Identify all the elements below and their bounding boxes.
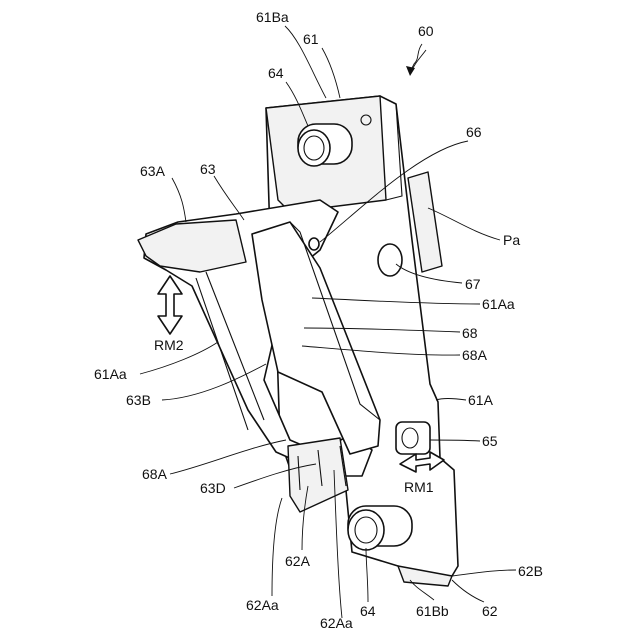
label-62aa-right: 62Aa — [320, 615, 353, 631]
label-60: 60 — [418, 23, 434, 39]
slot-65 — [396, 422, 430, 454]
label-64-bottom: 64 — [360, 603, 376, 619]
label-61bb: 61Bb — [416, 603, 449, 619]
label-rm2: RM2 — [154, 337, 184, 353]
label-pa: Pa — [503, 232, 520, 248]
hole-67 — [378, 244, 402, 276]
label-68a-right: 68A — [462, 347, 488, 363]
label-61ba: 61Ba — [256, 9, 289, 25]
label-68a-left: 68A — [142, 466, 168, 482]
label-63: 63 — [200, 161, 216, 177]
label-61a: 61A — [468, 392, 494, 408]
label-62aa-left: 62Aa — [246, 597, 279, 613]
label-68: 68 — [462, 325, 478, 341]
label-62b: 62B — [518, 563, 543, 579]
label-61: 61 — [303, 31, 319, 47]
label-rm1: RM1 — [404, 479, 434, 495]
drawing — [138, 26, 516, 618]
stud-64-bottom — [348, 506, 412, 550]
label-62a: 62A — [285, 553, 311, 569]
label-64-top: 64 — [268, 65, 284, 81]
label-67: 67 — [465, 276, 481, 292]
label-65: 65 — [482, 433, 498, 449]
label-61aa-left: 61Aa — [94, 366, 127, 382]
label-61aa-right: 61Aa — [482, 296, 515, 312]
stud-64-top — [298, 124, 352, 166]
label-62: 62 — [482, 603, 498, 619]
label-63d: 63D — [200, 480, 226, 496]
label-66: 66 — [466, 124, 482, 140]
pin-66 — [309, 238, 319, 250]
lower-plate-62 — [288, 438, 348, 512]
label-63b: 63B — [126, 392, 151, 408]
arrow-rm2 — [158, 276, 182, 334]
label-63a: 63A — [140, 163, 166, 179]
